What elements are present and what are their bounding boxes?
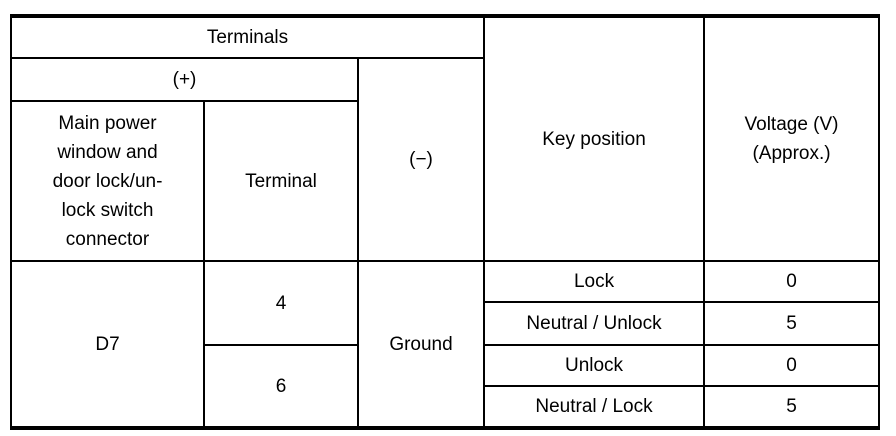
minus-header-cell: (−) [356,57,486,262]
key-position-cell: Lock [483,260,706,303]
connector-header-cell: Main power window and door lock/un- lock… [10,100,205,262]
voltage-value-cell: 0 [703,260,881,303]
ground-cell: Ground [356,260,486,429]
terminal-header-cell: Terminal [203,100,359,262]
terminal-4-cell: 4 [203,260,359,346]
voltage-value-cell: 0 [703,344,881,387]
voltage-header-cell: Voltage (V) (Approx.) [703,15,881,262]
voltage-value-cell: 5 [703,385,881,429]
connector-value-cell: D7 [10,260,205,429]
terminal-6-cell: 6 [203,344,359,429]
plus-header-cell: (+) [10,57,359,102]
voltage-value-cell: 5 [703,301,881,346]
terminals-voltage-table: Terminals Key position Voltage (V) (Appr… [9,14,881,430]
key-position-cell: Unlock [483,344,706,387]
key-position-cell: Neutral / Unlock [483,301,706,346]
terminals-header-cell: Terminals [9,15,486,59]
key-position-header-cell: Key position [483,15,706,262]
key-position-cell: Neutral / Lock [483,385,706,429]
